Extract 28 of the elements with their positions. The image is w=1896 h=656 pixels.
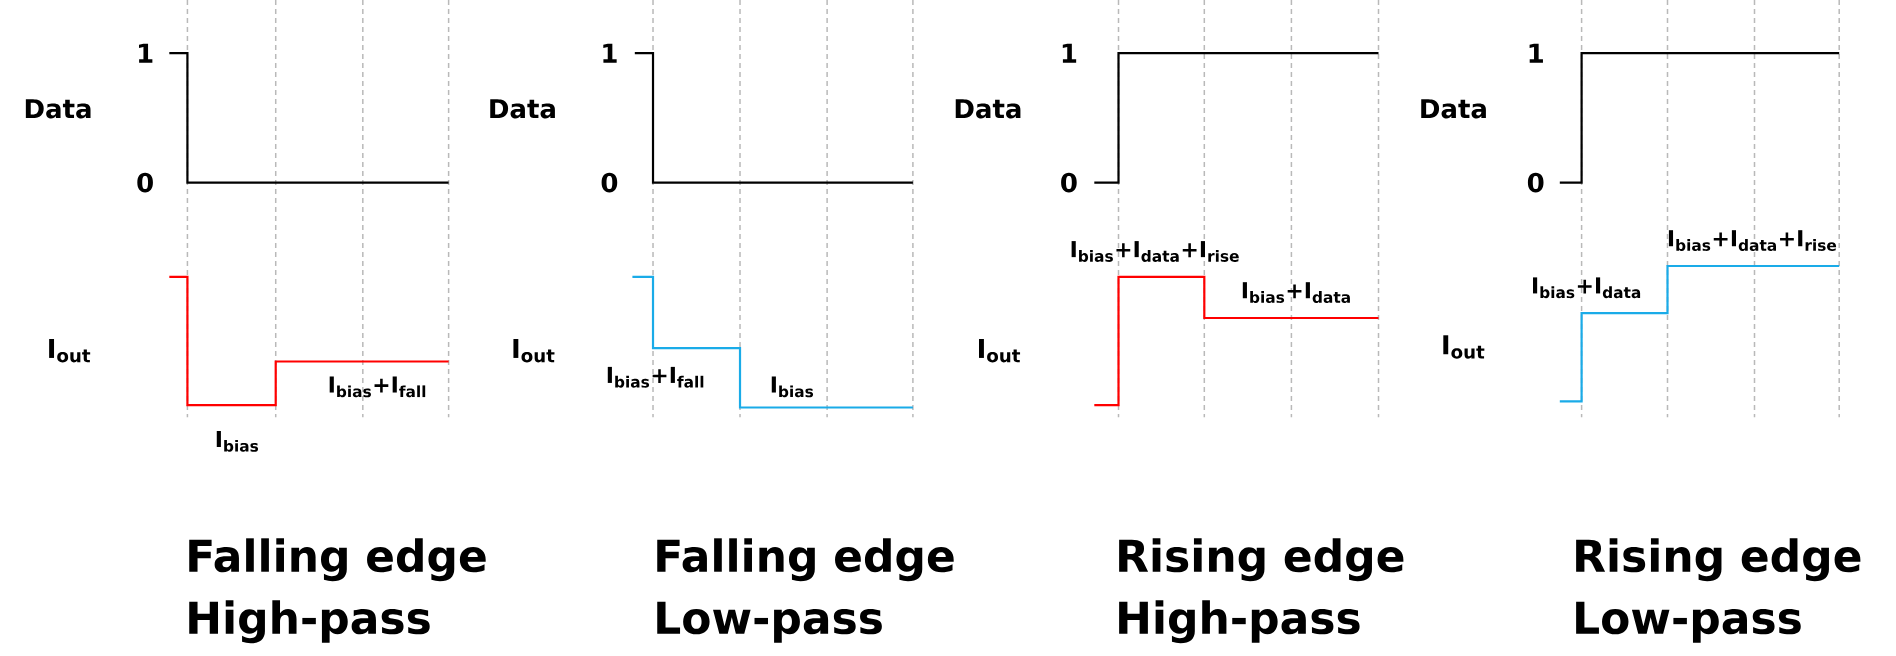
- current-label: I$_{bias}$+I$_{data}$+I$_{rise}$: [1668, 230, 1837, 251]
- signal-label: I$_{out}$: [1443, 335, 1485, 359]
- axis-tick-label: 1: [1062, 43, 1077, 63]
- axis-tick-label: 1: [139, 43, 153, 63]
- axis-tick-label: 0: [1061, 172, 1077, 193]
- signal-label: Data: [25, 99, 91, 119]
- axis-tick-label: 0: [601, 172, 618, 193]
- current-label: I$_{bias}$: [216, 431, 259, 452]
- signal-label: I$_{out}$: [513, 339, 555, 363]
- axis-tick-label: 0: [137, 172, 153, 193]
- signal-label: Data: [490, 99, 555, 119]
- panel-caption: Rising edge Low-pass: [1576, 538, 1861, 643]
- current-label: I$_{bias}$+I$_{fall}$: [607, 366, 704, 388]
- axis-tick-label: 0: [1527, 172, 1544, 193]
- axis-tick-label: 1: [1529, 43, 1543, 63]
- signal-label: I$_{out}$: [979, 339, 1021, 363]
- panel-caption: Rising edge High-pass: [1119, 538, 1404, 644]
- signal-label: Data: [955, 99, 1021, 119]
- current-label: I$_{bias}$+I$_{data}$: [1242, 282, 1350, 303]
- current-label: I$_{bias}$+I$_{fall}$: [329, 376, 426, 398]
- signal-label: I$_{out}$: [49, 339, 91, 363]
- panel-caption: Falling edge High-pass: [189, 538, 486, 644]
- current-label: I$_{bias}$: [771, 376, 814, 398]
- axis-tick-label: 1: [603, 43, 617, 63]
- current-label: I$_{bias}$+I$_{data}$: [1533, 277, 1641, 299]
- current-label: I$_{bias}$+I$_{data}$+I$_{rise}$: [1071, 241, 1239, 262]
- panel-caption: Falling edge Low-pass: [657, 538, 954, 643]
- signal-label: Data: [1421, 99, 1486, 119]
